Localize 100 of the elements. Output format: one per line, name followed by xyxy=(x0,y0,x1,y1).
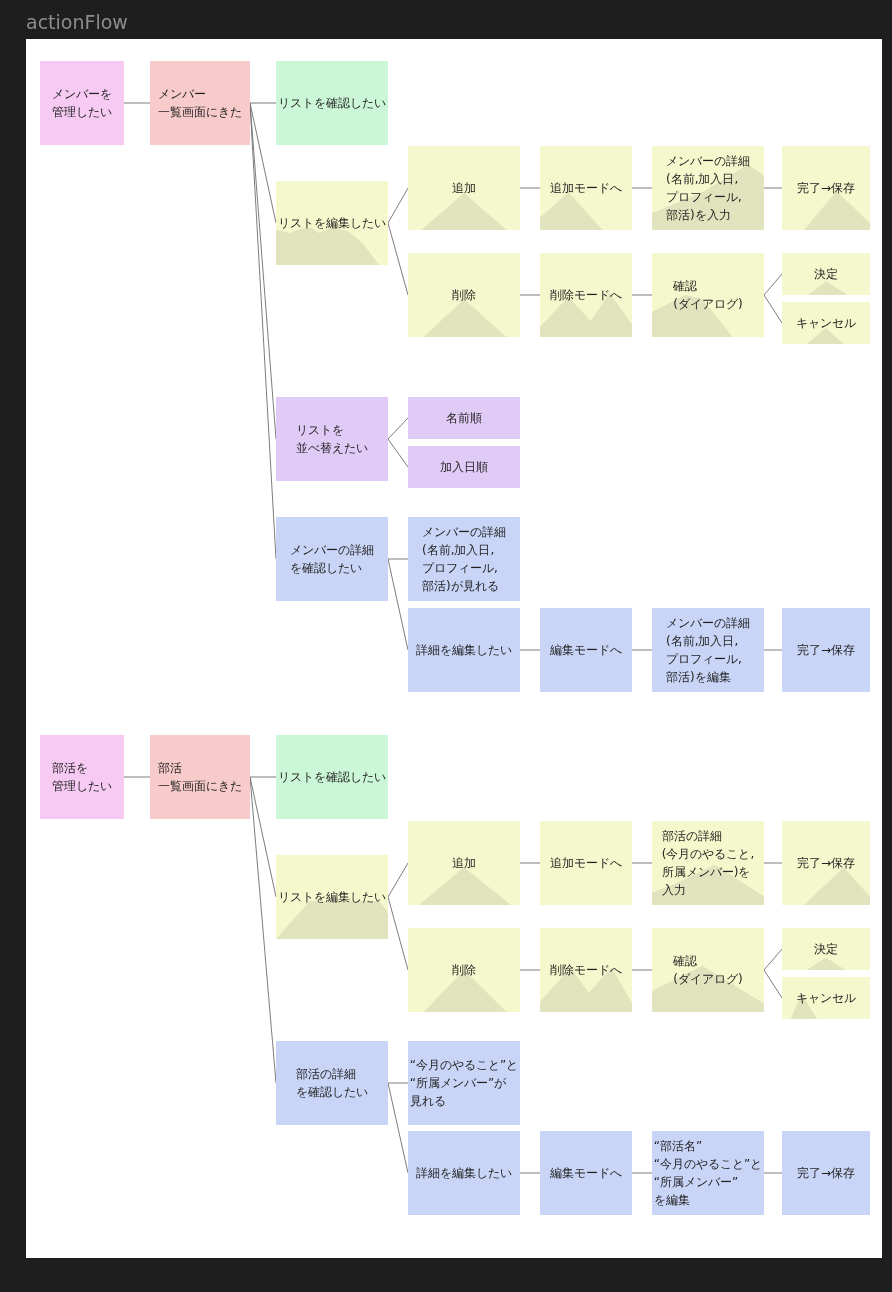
note-text: メンバーの詳細(名前,加入日,プロフィール,部活)が見れる xyxy=(422,524,506,595)
note-text: 削除 xyxy=(452,287,476,304)
note-text: 部活一覧画面にきた xyxy=(158,760,242,795)
note-text: リストを編集したい xyxy=(278,889,386,906)
note-text: 確認(ダイアログ) xyxy=(673,278,743,313)
note-text: メンバーの詳細(名前,加入日,プロフィール,部活)を編集 xyxy=(666,615,750,686)
sticky-note xyxy=(276,735,388,819)
sticky-note xyxy=(540,146,632,230)
note-text: “部活名”“今月のやること”と“所属メンバー”を編集 xyxy=(653,1138,763,1209)
note-text: 決定 xyxy=(814,941,838,958)
sticky-note xyxy=(540,608,632,692)
note-text: 加入日順 xyxy=(440,459,488,476)
note-text: 追加モードへ xyxy=(550,855,622,872)
connector-line xyxy=(519,862,541,864)
sticky-note xyxy=(408,608,520,692)
sticky-note xyxy=(782,1131,870,1215)
note-text: リストを確認したい xyxy=(278,769,386,786)
connector-line xyxy=(387,438,409,468)
note-text: 編集モードへ xyxy=(550,1165,622,1182)
note-text: 追加モードへ xyxy=(550,180,622,197)
sticky-note xyxy=(276,855,388,939)
connector-line xyxy=(631,969,653,971)
note-text: キャンセル xyxy=(796,990,856,1007)
connector-line xyxy=(763,273,783,296)
note-text: メンバーの詳細(名前,加入日,プロフィール,部活)を入力 xyxy=(666,153,750,224)
sticky-note xyxy=(652,253,764,337)
sticky-note xyxy=(540,253,632,337)
sticky-note xyxy=(782,146,870,230)
note-text: 名前順 xyxy=(446,410,482,427)
sticky-note xyxy=(40,735,124,819)
connector-line xyxy=(519,187,541,189)
connector-line xyxy=(519,1172,541,1174)
note-text: 編集モードへ xyxy=(550,642,622,659)
sticky-note xyxy=(652,146,764,230)
note-text: リストを確認したい xyxy=(278,95,386,112)
connector-line xyxy=(763,187,783,189)
connector-line xyxy=(519,649,541,651)
sticky-note xyxy=(540,1131,632,1215)
sticky-note xyxy=(408,146,520,230)
note-text: 追加 xyxy=(452,180,476,197)
connector-line xyxy=(631,649,653,651)
note-text: 完了→保存 xyxy=(796,180,856,197)
connector-line xyxy=(387,1082,409,1084)
sticky-note xyxy=(652,608,764,692)
note-text: 部活を管理したい xyxy=(52,760,112,795)
sticky-note xyxy=(408,928,520,1012)
sticky-note xyxy=(782,253,870,295)
sticky-note xyxy=(652,928,764,1012)
note-text: 削除モードへ xyxy=(550,962,622,979)
note-text: リストを編集したい xyxy=(278,215,386,232)
connector-line xyxy=(387,417,409,440)
sticky-note xyxy=(782,302,870,344)
sticky-note xyxy=(40,61,124,145)
sticky-note xyxy=(782,608,870,692)
sticky-note xyxy=(276,517,388,601)
note-text: リストを並べ替えたい xyxy=(296,422,368,457)
connector-line xyxy=(631,1172,653,1174)
connector-line xyxy=(763,862,783,864)
connector-line xyxy=(123,102,151,104)
note-text: メンバーを管理したい xyxy=(52,86,112,121)
sticky-note xyxy=(408,821,520,905)
sticky-note xyxy=(652,1131,764,1215)
note-text: 部活の詳細(今月のやること,所属メンバー)を入力 xyxy=(661,828,755,899)
connector-line xyxy=(763,1172,783,1174)
note-text: 完了→保存 xyxy=(796,855,856,872)
note-text: 詳細を編集したい xyxy=(416,1165,512,1182)
sticky-note xyxy=(408,1131,520,1215)
sticky-note xyxy=(150,61,250,145)
note-text: 追加 xyxy=(452,855,476,872)
note-text: メンバーの詳細を確認したい xyxy=(290,542,374,577)
connector-line xyxy=(249,102,277,104)
note-text: 完了→保存 xyxy=(796,642,856,659)
connector-line xyxy=(631,862,653,864)
connector-line xyxy=(519,294,541,296)
sticky-note xyxy=(408,1041,520,1125)
connector-line xyxy=(249,776,277,778)
sticky-note xyxy=(782,977,870,1019)
note-text: 決定 xyxy=(814,266,838,283)
connector-line xyxy=(763,948,783,971)
note-text: 部活の詳細を確認したい xyxy=(296,1066,368,1101)
sticky-note xyxy=(782,928,870,970)
connector-line xyxy=(631,187,653,189)
note-text: キャンセル xyxy=(796,315,856,332)
connector-line xyxy=(387,558,409,560)
sticky-note xyxy=(408,517,520,601)
sticky-note xyxy=(408,397,520,439)
note-text: 削除 xyxy=(452,962,476,979)
note-text: 削除モードへ xyxy=(550,287,622,304)
sticky-note xyxy=(540,928,632,1012)
sticky-note xyxy=(408,253,520,337)
sticky-note xyxy=(276,397,388,481)
sticky-note xyxy=(276,1041,388,1125)
note-text: “今月のやること”と“所属メンバー”が見れる xyxy=(409,1057,519,1110)
sticky-note xyxy=(276,61,388,145)
diagram-title: actionFlow xyxy=(26,10,128,35)
sticky-note xyxy=(408,446,520,488)
sticky-note xyxy=(652,821,764,905)
connector-line xyxy=(763,649,783,651)
note-text: 詳細を編集したい xyxy=(416,642,512,659)
connector-line xyxy=(519,969,541,971)
